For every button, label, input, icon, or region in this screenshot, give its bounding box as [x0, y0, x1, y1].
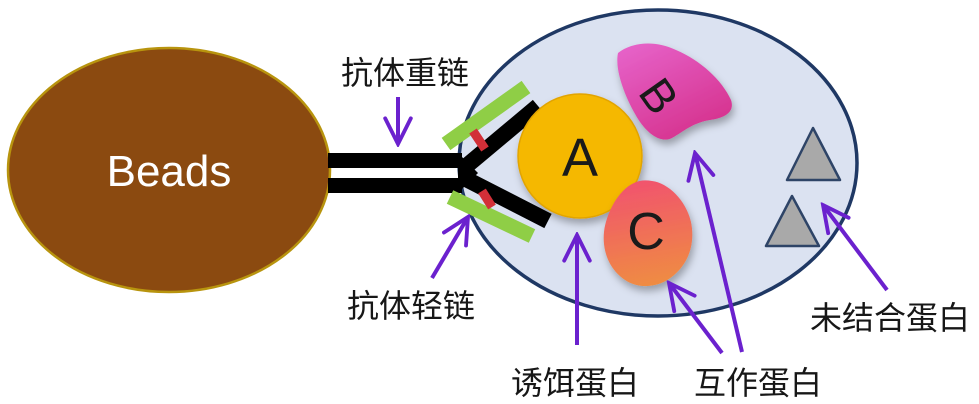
- protein-c-shape: [603, 180, 693, 287]
- interacting-protein-arrow-b: [695, 153, 744, 353]
- antibody-light-chain-lower: [446, 190, 536, 243]
- heavy-chain-label: 抗体重链: [341, 55, 469, 91]
- antibody-heavy-chain-stem-bottom: [328, 178, 462, 193]
- light-chain-label: 抗体轻链: [347, 288, 475, 324]
- unbound-protein-triangle-1: [785, 126, 842, 182]
- interacting-protein-arrow-c: [669, 283, 724, 355]
- unbound-protein-triangle-2: [764, 194, 821, 248]
- beads-label: Beads: [107, 147, 232, 196]
- unbound-protein-arrow: [823, 205, 889, 292]
- beads-ellipse: [6, 46, 332, 294]
- unbound-protein-label: 未结合蛋白: [810, 300, 970, 336]
- disulfide-bond-upper: [469, 128, 489, 152]
- disulfide-bond-lower: [478, 188, 496, 210]
- bait-protein-label: 诱饵蛋白: [511, 365, 639, 401]
- bait-protein-letter: A: [562, 128, 598, 188]
- antibody-heavy-chain-stem-top: [328, 153, 462, 168]
- interacting-protein-label: 互作蛋白: [694, 365, 822, 401]
- antibody-light-chain-upper: [441, 80, 531, 151]
- protein-c-letter: C: [627, 203, 665, 261]
- antibody-heavy-chain-arm-lower: [460, 170, 552, 229]
- bait-protein-circle: [517, 93, 643, 219]
- light-chain-arrow: [430, 217, 468, 280]
- antibody-heavy-chain-arm-upper: [458, 99, 544, 175]
- protein-b-shape: [617, 43, 732, 140]
